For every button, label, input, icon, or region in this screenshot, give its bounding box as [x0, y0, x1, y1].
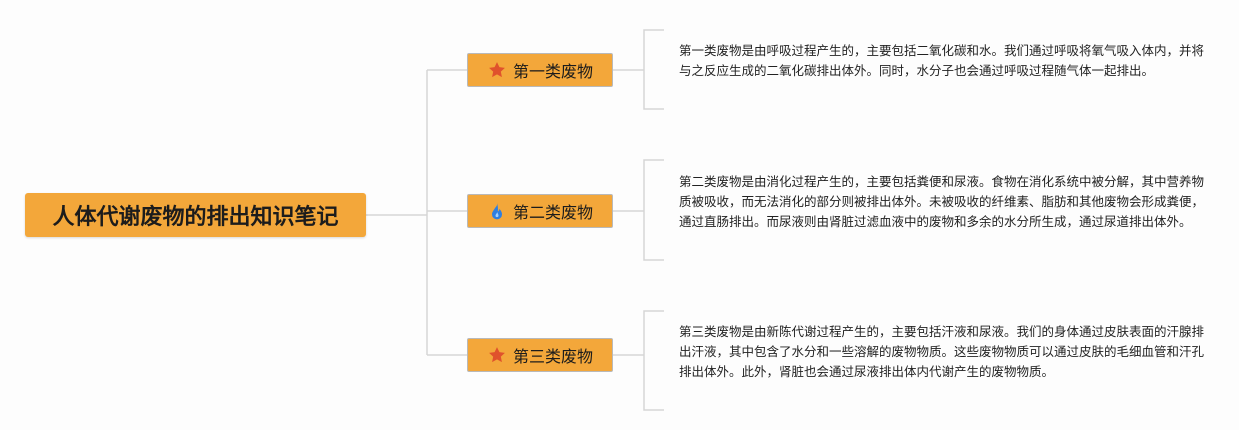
category-label-3: 第三类废物 — [512, 347, 593, 366]
category-description-1: 第一类废物是由呼吸过程产生的，主要包括二氧化碳和水。我们通过呼吸将氧气吸入体内，… — [679, 43, 1205, 78]
category-node-3[interactable]: 第三类废物 — [467, 338, 613, 372]
detail-bracket-1 — [643, 29, 664, 110]
category-node-2[interactable]: 第二类废物 — [467, 194, 613, 228]
root-topic[interactable]: 人体代谢废物的排出知识笔记 — [25, 193, 366, 237]
star-icon — [487, 345, 507, 365]
fire-icon — [487, 201, 507, 221]
detail-bracket-3 — [643, 310, 664, 411]
detail-bracket-2 — [643, 159, 664, 261]
category-label-1: 第一类废物 — [512, 62, 593, 81]
star-icon — [487, 60, 507, 80]
category-description-2: 第二类废物是由消化过程产生的，主要包括粪便和尿液。食物在消化系统中被分解，其中营… — [679, 174, 1205, 229]
category-node-1[interactable]: 第一类废物 — [467, 53, 613, 87]
root-title: 人体代谢废物的排出知识笔记 — [52, 205, 339, 230]
category-label-2: 第二类废物 — [512, 203, 593, 222]
category-description-3: 第三类废物是由新陈代谢过程产生的，主要包括汗液和尿液。我们的身体通过皮肤表面的汗… — [679, 324, 1205, 379]
